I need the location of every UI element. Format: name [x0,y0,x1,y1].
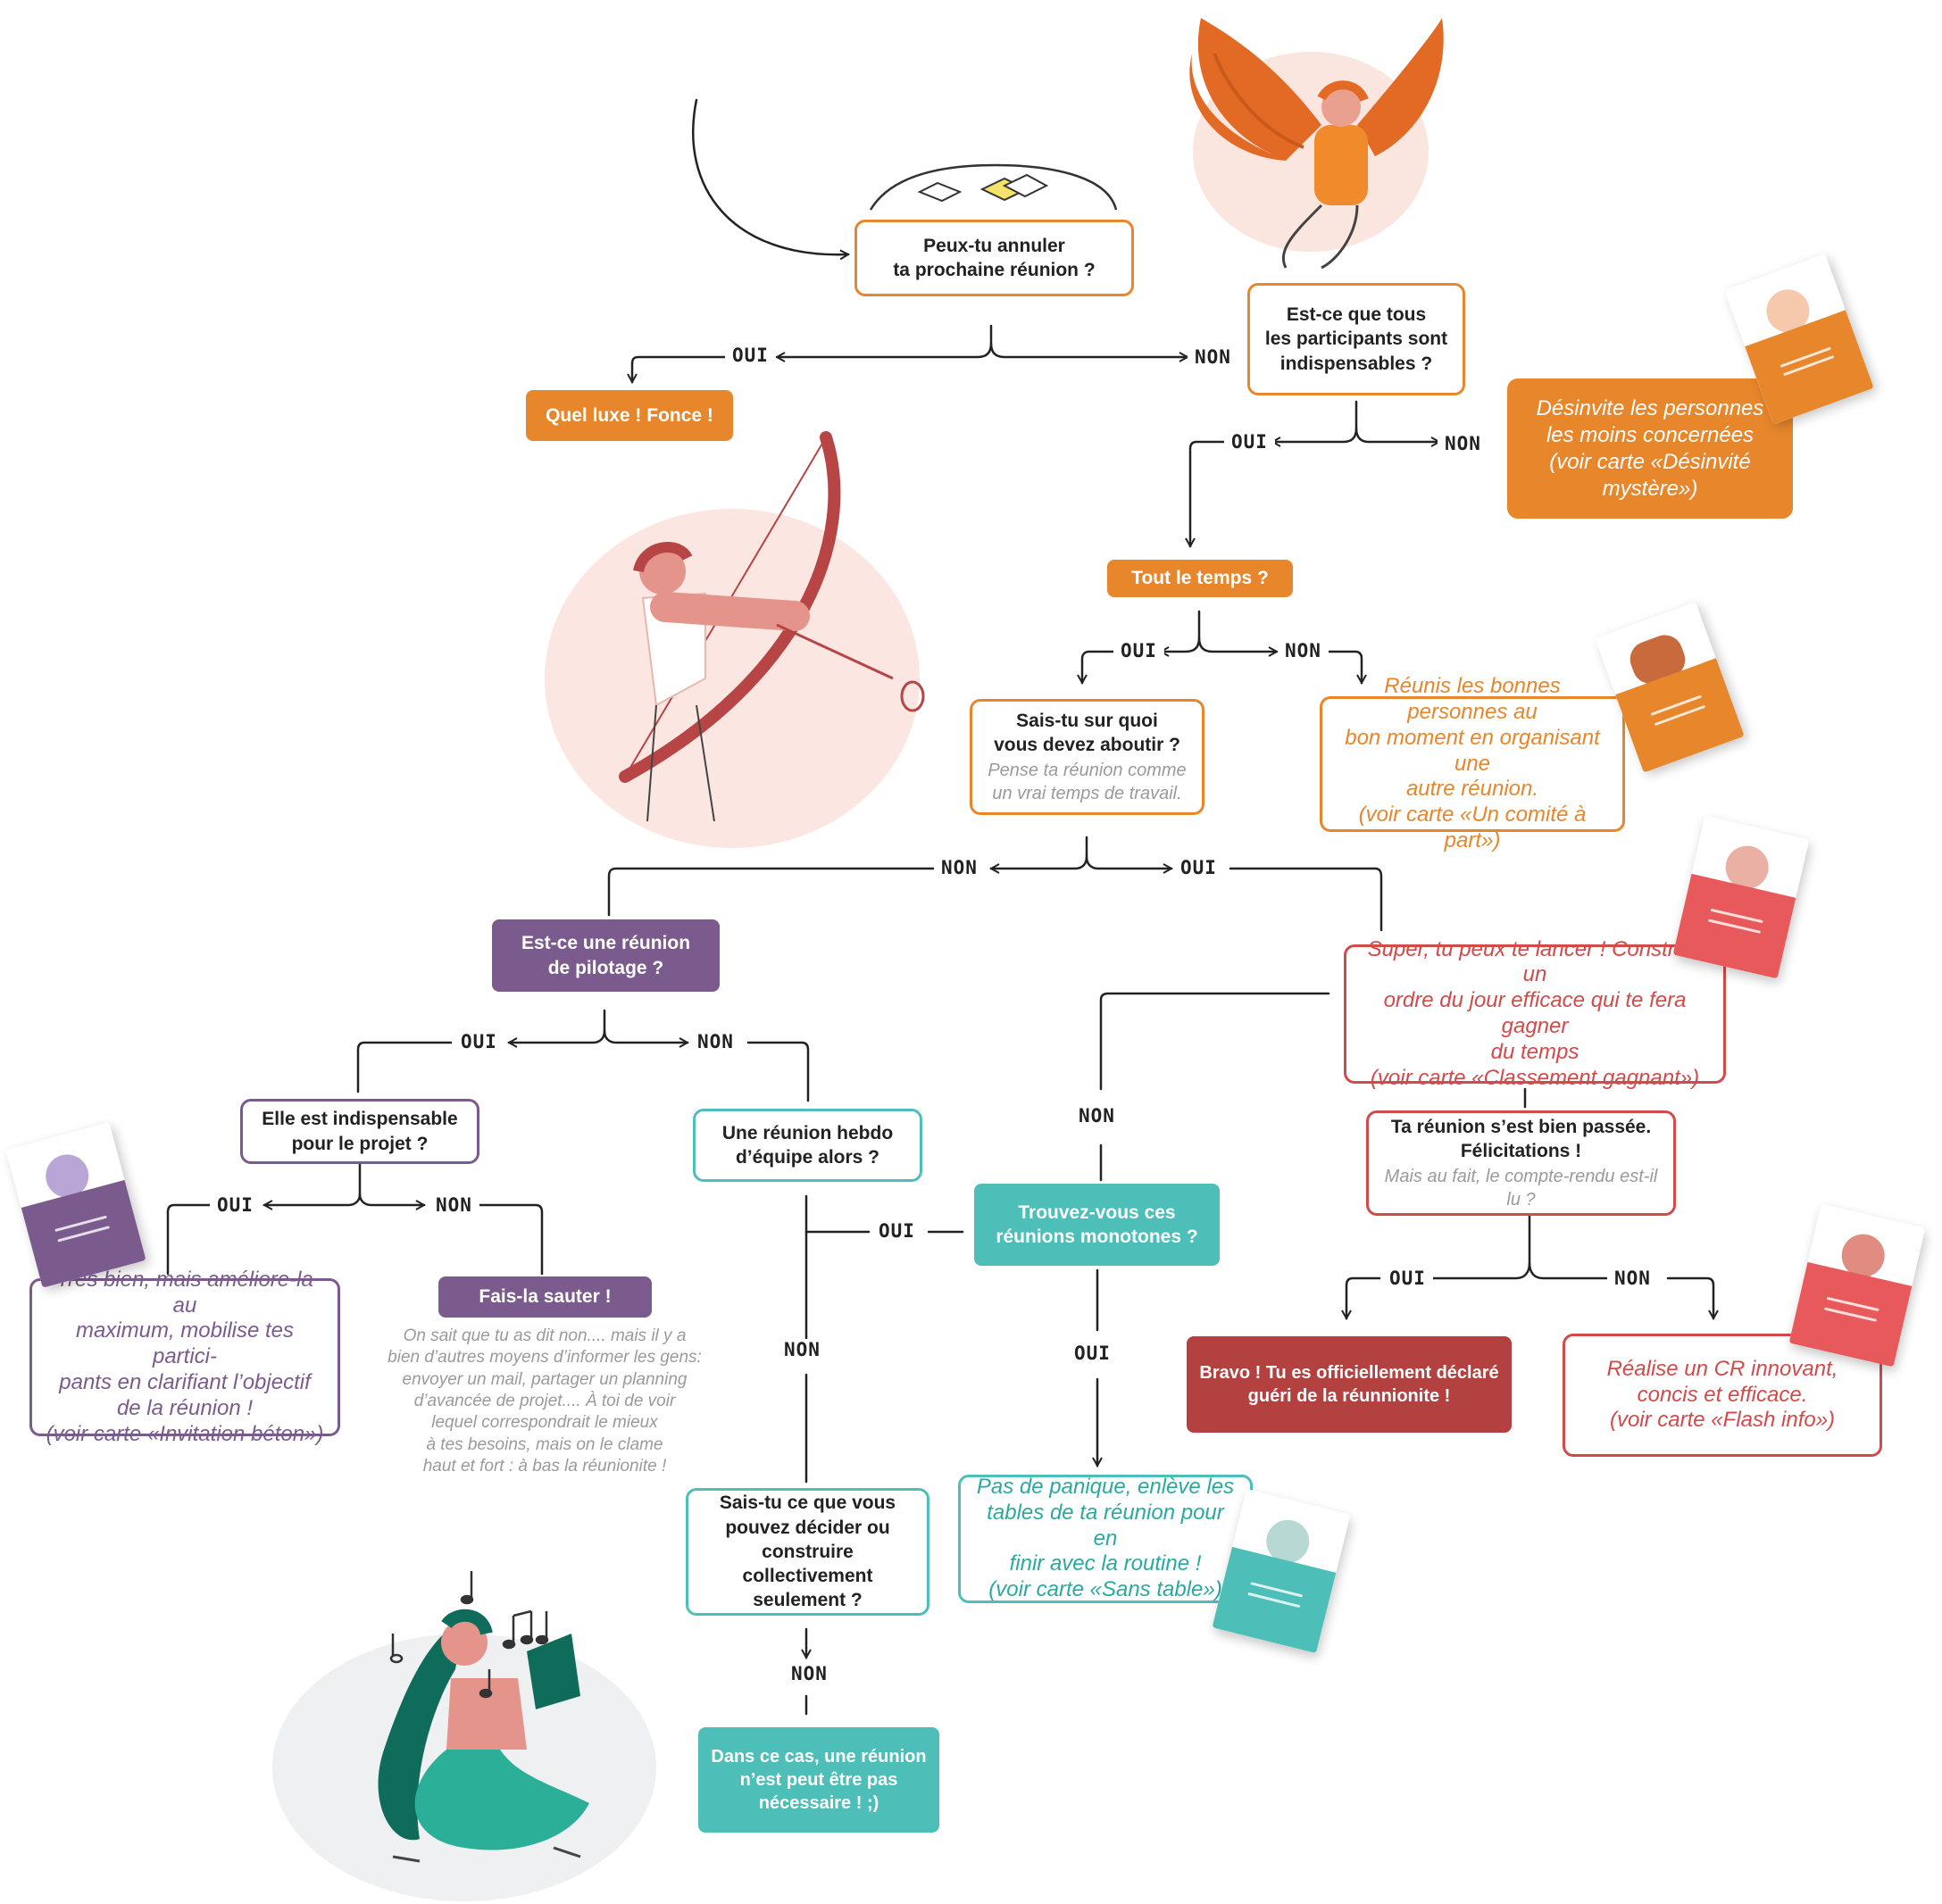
label-non-hebdo: NON [777,1339,828,1360]
question-aboutir-subtext: Pense ta réunion comme un vrai temps de … [988,761,1187,804]
label-oui-aboutir: OUI [1173,857,1224,878]
answer-pas-necessaire: Dans ce cas, une réunion n’est peut être… [698,1727,939,1833]
label-non-tout-temps: NON [1278,640,1329,661]
advice-realise-cr: Réalise un CR innovant, concis et effica… [1563,1334,1882,1457]
reading-woman-illustration [272,1571,656,1901]
question-pilotage: Est-ce une réunion de pilotage ? [492,919,720,992]
question-bien-passee-subtext: Mais au fait, le compte-rendu est-il lu … [1384,1167,1658,1210]
flying-woman-illustration [1189,18,1444,270]
question-bien-passee: Ta réunion s’est bien passée. Félicitati… [1366,1110,1676,1216]
question-aboutir: Sais-tu sur quoi vous devez aboutir ? Pe… [970,699,1204,815]
question-hebdo: Une réunion hebdo d’équipe alors ? [693,1109,922,1182]
answer-quel-luxe: Quel luxe ! Fonce ! [526,390,733,441]
answer-bravo: Bravo ! Tu es officiellement déclaré gué… [1187,1336,1512,1433]
question-indispensable-projet: Elle est indispensable pour le projet ? [240,1099,479,1164]
label-non-aboutir: NON [934,857,985,878]
advice-super: Super, tu peux te lancer ! Construis un … [1344,937,1726,1090]
advice-desinvite: Désinvite les personnes les moins concer… [1507,378,1793,519]
label-oui-indispensable: OUI [210,1194,261,1216]
question-tout-le-temps: Tout le temps ? [1107,560,1293,597]
advice-reunis: Réunis les bonnes personnes au bon momen… [1320,674,1625,852]
question-monotones: Trouvez-vous ces réunions monotones ? [974,1184,1220,1266]
label-non-pilotage: NON [690,1031,741,1052]
label-non-bien-passee: NON [1607,1268,1658,1289]
question-bien-passee-text: Ta réunion s’est bien passée. Félicitati… [1390,1116,1652,1161]
advice-tres-bien: Très bien, mais améliore-la au maximum, … [29,1268,340,1446]
label-non-decider: NON [784,1663,835,1684]
label-non-monotones: NON [1071,1105,1122,1127]
label-oui-participants: OUI [1224,431,1275,453]
note-fais-la-sauter: On sait que tu as dit non.... mais il y … [388,1326,702,1476]
label-oui-tout-temps: OUI [1113,640,1164,661]
archer-illustration [545,431,925,848]
label-oui-bien-passee: OUI [1382,1268,1433,1289]
table-sketch-illustration [869,163,1118,211]
question-aboutir-text: Sais-tu sur quoi vous devez aboutir ? [994,710,1180,755]
advice-pas-de-panique: Pas de panique, enlève les tables de ta … [958,1475,1253,1603]
label-non-participants: NON [1438,433,1488,454]
label-oui-pilotage: OUI [454,1031,504,1052]
question-participants-indispensables: Est-ce que tous les participants sont in… [1247,283,1465,395]
question-cancel-meeting: Peux-tu annuler ta prochaine réunion ? [854,220,1134,296]
label-non-indispensable: NON [429,1194,479,1216]
label-oui-monotones: OUI [1067,1343,1118,1364]
question-decider-collectivement: Sais-tu ce que vous pouvez décider ou co… [686,1488,929,1616]
label-oui-hebdo: OUI [871,1220,922,1242]
label-non-cancel: NON [1188,346,1238,368]
answer-fais-la-sauter: Fais-la sauter ! [438,1276,652,1318]
label-oui-cancel: OUI [725,345,776,366]
